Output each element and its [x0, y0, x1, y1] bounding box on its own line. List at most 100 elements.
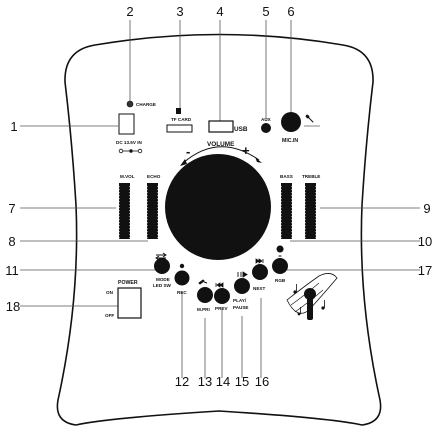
wheel-rib	[117, 222, 120, 224]
rec-button-group: REC	[174, 263, 190, 295]
wheel-rib	[117, 213, 120, 215]
wheel-rib	[117, 216, 120, 218]
volume-arc	[182, 146, 260, 164]
wheel-rib	[279, 207, 282, 209]
wheel-rib	[291, 201, 294, 203]
volume-label: VOLUME	[207, 141, 235, 148]
wheel-rib	[145, 201, 148, 203]
wheel-rib	[145, 192, 148, 194]
wheel-rib	[315, 237, 318, 239]
microphone-icon	[305, 114, 314, 123]
volume-plus-label: +	[242, 143, 250, 158]
wheel-rib	[303, 237, 306, 239]
wheel-rib	[129, 210, 132, 212]
wheel-rib	[157, 234, 160, 236]
wheel-rib	[315, 186, 318, 188]
charge-label: CHARGE	[136, 102, 156, 107]
dc-input-label: DC 13.5V IN	[116, 140, 142, 145]
mode-button[interactable]	[154, 258, 170, 274]
wheel-rib	[303, 219, 306, 221]
wheel-rib	[157, 228, 160, 230]
wheel-rib	[303, 210, 306, 212]
wheel-rib	[279, 213, 282, 215]
wheel-rib	[145, 228, 148, 230]
prev-button[interactable]	[214, 288, 230, 304]
aux-label: AUX	[261, 117, 272, 122]
callout-18: 18	[6, 299, 20, 314]
wheel-rib	[279, 237, 282, 239]
play-pause-icon	[237, 271, 248, 278]
wheel-rib	[315, 228, 318, 230]
wheel-rib	[279, 198, 282, 200]
power-switch[interactable]	[117, 287, 142, 319]
wheel-rib	[315, 195, 318, 197]
wheel-rib	[279, 195, 282, 197]
wheel-rib	[117, 231, 120, 233]
volume-minus-label: -	[186, 144, 190, 159]
wheel-rib	[157, 219, 160, 221]
tf-card-label: TF CARD	[171, 117, 192, 122]
wheel-rib	[117, 198, 120, 200]
wheel-rib	[157, 207, 160, 209]
callout-15: 15	[235, 374, 249, 389]
mode-arrows-icon	[155, 252, 167, 261]
rgb-label: RGB	[275, 278, 286, 283]
leader-lines	[20, 20, 420, 378]
callout-16: 16	[255, 374, 269, 389]
usb-port	[208, 120, 234, 133]
m-pri-button[interactable]	[197, 287, 213, 303]
wheel-rib	[129, 192, 132, 194]
wheel-rib	[279, 189, 282, 191]
wheel-rib	[303, 186, 306, 188]
wheel-rib	[117, 192, 120, 194]
wheel-rib	[145, 237, 148, 239]
wheel-rib	[145, 207, 148, 209]
wheel-rib	[157, 231, 160, 233]
tf-card-slot	[166, 124, 193, 133]
callout-numbers: 2 3 4 5 6 1 7 8 9 10 11 17 18 12 13 14 1…	[5, 4, 432, 389]
next-button[interactable]	[252, 264, 268, 280]
callout-4: 4	[216, 4, 223, 19]
echo-wheel[interactable]	[145, 183, 160, 239]
wheel-rib	[145, 216, 148, 218]
wheel-rib	[279, 204, 282, 206]
play-pause-button[interactable]	[234, 278, 250, 294]
play-label: PLAY/	[233, 298, 247, 303]
bass-label: BASS	[280, 174, 293, 179]
wheel-rib	[157, 225, 160, 227]
wheel-rib	[315, 216, 318, 218]
bass-wheel[interactable]	[279, 183, 294, 239]
wheel-rib	[315, 198, 318, 200]
rec-dot-icon	[179, 263, 185, 269]
rec-button[interactable]	[174, 270, 190, 286]
wheel-rib	[315, 207, 318, 209]
wheel-rib	[315, 213, 318, 215]
volume-knob[interactable]	[165, 154, 271, 260]
wheel-rib	[129, 189, 132, 191]
wheel-rib	[291, 234, 294, 236]
rgb-button[interactable]	[272, 258, 288, 274]
wheel-rib	[315, 225, 318, 227]
wheel-rib	[291, 219, 294, 221]
wheel-rib	[145, 204, 148, 206]
wheel-rib	[117, 225, 120, 227]
wheel-rib	[145, 210, 148, 212]
m-vol-label: M.VOL	[120, 174, 135, 179]
wheel-rib	[129, 198, 132, 200]
m-vol-wheel[interactable]	[117, 183, 132, 239]
wheel-rib	[291, 204, 294, 206]
m-pri-button-group: M.PRI	[197, 279, 213, 312]
wheel-rib	[129, 216, 132, 218]
wheel-rib	[117, 204, 120, 206]
wheel-rib	[129, 186, 132, 188]
wheel-rib	[157, 213, 160, 215]
wheel-rib	[279, 225, 282, 227]
wheel-rib	[315, 201, 318, 203]
wheel-rib	[303, 201, 306, 203]
wheel-rib	[157, 186, 160, 188]
wheel-rib	[291, 210, 294, 212]
wheel-rib	[291, 228, 294, 230]
wheel-rib	[129, 237, 132, 239]
wheel-rib	[291, 198, 294, 200]
treble-wheel[interactable]	[303, 183, 318, 239]
